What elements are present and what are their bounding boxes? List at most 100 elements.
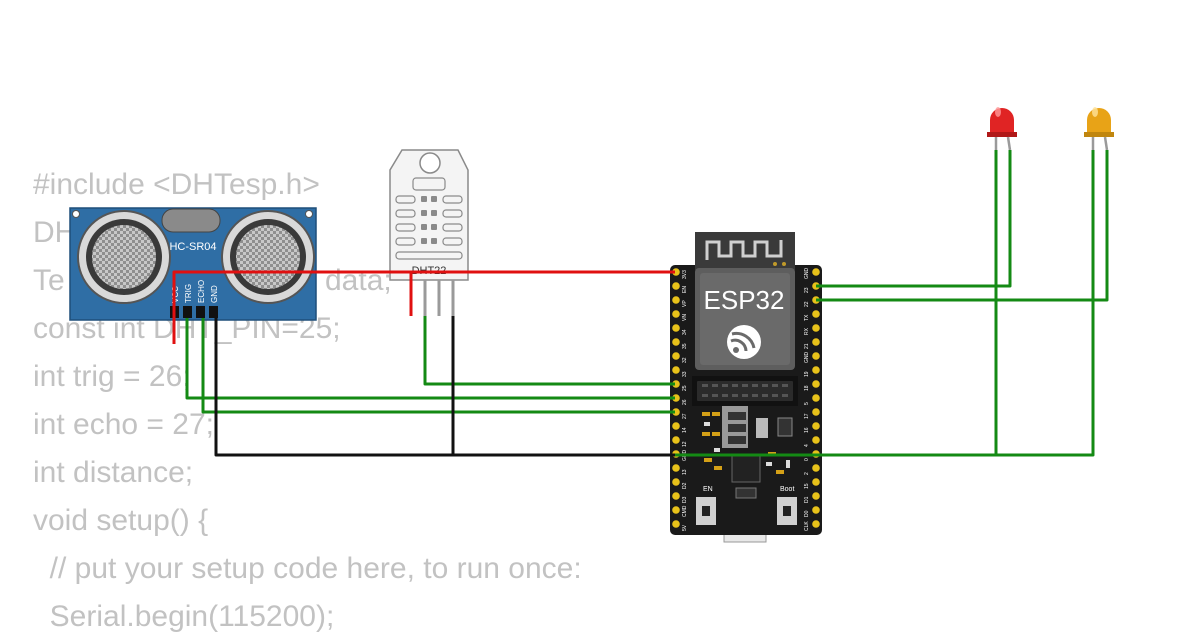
esp32-pin-right-d1[interactable] [812,492,820,500]
transducer-right [221,210,315,304]
esp32-pin-right-19[interactable] [812,366,820,374]
pin-trig[interactable] [183,306,192,318]
esp32-pin-label: GND [804,268,810,280]
esp32-pin-left-vn[interactable] [672,310,680,318]
esp32-pin-label: 33 [682,371,688,377]
wire-ground-sensor [214,318,675,457]
esp32-pin-left-34[interactable] [672,324,680,332]
esp32-pin-label: TX [804,314,810,321]
wire-dht-data [423,316,675,386]
esp32-pin-label: 27 [682,413,688,419]
esp32-pin-right-gnd[interactable] [812,352,820,360]
esp32-pin-left-en[interactable] [672,282,680,290]
esp32-pin-label: D2 [682,482,688,489]
esp32-pin-label: 26 [682,399,688,405]
wire-trig [185,318,675,400]
esp32-pin-label: CLK [804,521,810,531]
esp32-pin-right-rx[interactable] [812,324,820,332]
esp32-pin-label: 21 [804,343,810,349]
esp32-pin-right-15[interactable] [812,478,820,486]
esp32-pin-right-clk[interactable] [812,520,820,528]
esp32-pin-label: D3 [682,496,688,503]
esp32-pin-left-33[interactable] [672,366,680,374]
esp32-pin-left-d3[interactable] [672,492,680,500]
en-button[interactable] [696,497,716,525]
esp32-pin-label: 17 [804,413,810,419]
dht22-sensor[interactable]: DHT22 [389,149,469,316]
esp32-pin-right-5[interactable] [812,394,820,402]
esp32-pin-label: D1 [804,496,810,503]
esp32-pin-label: RX [804,327,810,335]
esp32-pin-label: 14 [682,427,688,433]
boot-label: Boot [780,486,794,493]
red-led[interactable] [987,107,1017,151]
esp32-pin-left-26[interactable] [672,394,680,402]
esp32-pin-label: 34 [682,329,688,335]
pin-echo[interactable] [196,306,205,318]
esp32-pin-right-2[interactable] [812,464,820,472]
esp32-pin-left-13[interactable] [672,464,680,472]
code-line: DH [33,216,77,249]
wire-power-vcc [172,270,675,344]
esp32-pin-label: 16 [804,427,810,433]
esp32-pin-right-18[interactable] [812,380,820,388]
antenna [695,232,795,270]
esp32-pin-left-14[interactable] [672,422,680,430]
esp32-pin-label: 18 [804,385,810,391]
code-line: Te [33,264,65,297]
wire-red-led-signal [816,150,1012,288]
hc-sr04-sensor[interactable]: HC-SR04 VCC TRIG ECHO GND [69,207,317,321]
code-line: int echo = 27; [33,408,214,441]
esp32-pin-left-d2[interactable] [672,478,680,486]
esp32-pin-label: 13 [682,469,688,475]
esp32-pin-label: 0 [804,458,810,461]
esp32-pin-label: VN [682,314,688,321]
esp32-pin-right-gnd[interactable] [812,268,820,276]
esp32-pin-right-d0[interactable] [812,506,820,514]
esp32-pin-right-16[interactable] [812,422,820,430]
esp32-pin-label: EN [682,286,688,293]
esp32-pin-left-32[interactable] [672,352,680,360]
esp32-board[interactable]: ESP32 [670,232,822,543]
esp32-pin-label: 15 [804,483,810,489]
esp32-pin-right-17[interactable] [812,408,820,416]
code-line: #include <DHTesp.h> [33,168,320,201]
esp32-pin-left-5v[interactable] [672,520,680,528]
code-line: int distance; [33,456,194,489]
esp32-left-pin-header: 3V3ENVPVN343532332526271412GND13D2D3CMD5… [672,268,688,531]
esp32-pin-left-35[interactable] [672,338,680,346]
esp32-pin-label: 2 [804,472,810,475]
esp32-pin-label: VP [682,300,688,307]
esp32-pin-label: 12 [682,441,688,447]
espressif-logo-icon [727,325,761,359]
esp32-label: ESP32 [704,285,785,315]
pin-label-gnd: GND [210,285,219,303]
esp32-pin-label: 19 [804,371,810,377]
esp32-pin-left-12[interactable] [672,436,680,444]
esp32-pin-right-4[interactable] [812,436,820,444]
wire-echo [201,318,675,414]
esp32-pin-right-tx[interactable] [812,310,820,318]
esp32-pin-right-21[interactable] [812,338,820,346]
esp32-pin-label: GND [804,352,810,364]
esp32-pin-label: 22 [804,301,810,307]
esp32-pin-label: 23 [804,287,810,293]
code-line: Serial.begin(115200); [33,600,335,633]
esp32-pin-left-25[interactable] [672,380,680,388]
code-line: // put your setup code here, to run once… [33,552,582,585]
pin-label-echo: ECHO [197,280,206,303]
yellow-led[interactable] [1084,107,1114,151]
boot-button[interactable] [777,497,797,525]
wire-yellow-led-signal [816,150,1109,302]
esp32-pin-left-3v3[interactable] [672,268,680,276]
en-label: EN [703,486,713,493]
code-line: void setup() { [33,504,209,537]
esp32-pin-left-cmd[interactable] [672,506,680,514]
transducer-left [77,210,171,304]
esp32-pin-label: CMD [682,505,688,517]
esp32-pin-left-27[interactable] [672,408,680,416]
esp32-pin-label: 4 [804,444,810,447]
pin-gnd[interactable] [209,306,218,318]
code-line: int trig = 26; [33,360,191,393]
esp32-pin-left-vp[interactable] [672,296,680,304]
